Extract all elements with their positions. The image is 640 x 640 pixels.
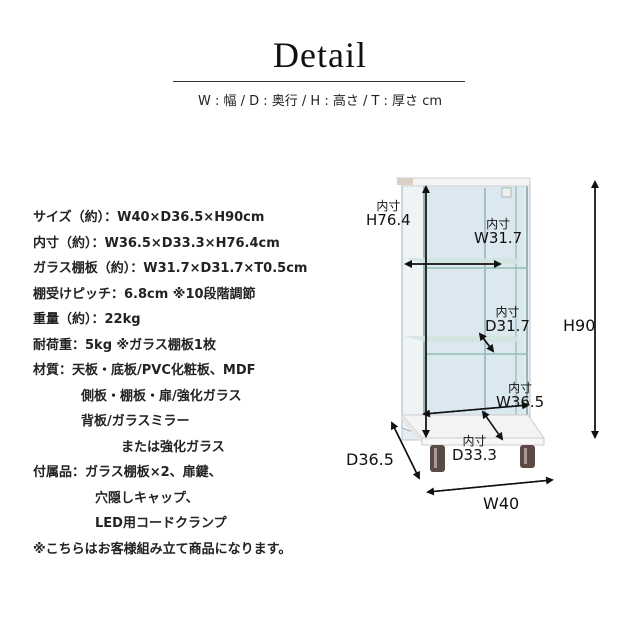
spec-inner-size: 内寸（約）：W36.5×D33.3×H76.4cm — [33, 235, 280, 251]
spec-load-capacity: 耐荷重：5kg ※ガラス棚板1枚 — [33, 337, 216, 353]
spec-list: サイズ（約）：W40×D36.5×H90cm 内寸（約）：W36.5×D33.3… — [33, 205, 307, 562]
shelf-depth-label: 内寸 D31.7 — [485, 305, 530, 335]
spec-accessories-line2: 穴隠しキャップ、 — [95, 490, 199, 506]
cabinet-diagram: 内寸 H76.4 内寸 W31.7 内寸 D31.7 H90 内寸 W36.5 … — [340, 160, 630, 520]
spec-material-line2: 側板・棚板・扉/強化ガラス — [81, 388, 242, 404]
unit-legend: W : 幅 / D : 奥行 / H : 高さ / T : 厚さ cm — [197, 94, 443, 109]
outer-depth-label: D36.5 — [346, 450, 394, 469]
spec-accessories-line3: LED用コードクランプ — [95, 516, 227, 531]
inner-depth-label: 内寸 D33.3 — [452, 434, 497, 464]
spec-shelf-pitch: 棚受けピッチ：6.8cm ※10段階調節 — [33, 286, 256, 302]
spec-material-line3: 背板/ガラスミラー — [81, 414, 190, 429]
inner-height-label: 内寸 H76.4 — [366, 199, 411, 229]
cabinet-illustration — [391, 177, 599, 496]
spec-assembly-note: ※こちらはお客様組み立て商品になります。 — [33, 541, 292, 557]
shelf-width-label: 内寸 W31.7 — [474, 217, 523, 247]
inner-width-label: 内寸 W36.5 — [496, 381, 545, 411]
spec-weight: 重量（約）：22kg — [33, 312, 141, 327]
title-divider — [173, 81, 465, 82]
spec-accessories: 付属品：ガラス棚板×2、扉鍵、 — [33, 465, 222, 480]
outer-width-label: W40 — [483, 494, 520, 513]
spec-material-line4: または強化ガラス — [121, 439, 225, 455]
outer-height-label: H90 — [563, 316, 596, 335]
spec-glass-shelf: ガラス棚板（約）：W31.7×D31.7×T0.5cm — [33, 261, 308, 276]
page-title: Detail — [273, 35, 367, 75]
spec-size: サイズ（約）：W40×D36.5×H90cm — [33, 210, 265, 225]
spec-material: 材質：天板・底板/PVC化粧板、MDF — [33, 363, 256, 378]
